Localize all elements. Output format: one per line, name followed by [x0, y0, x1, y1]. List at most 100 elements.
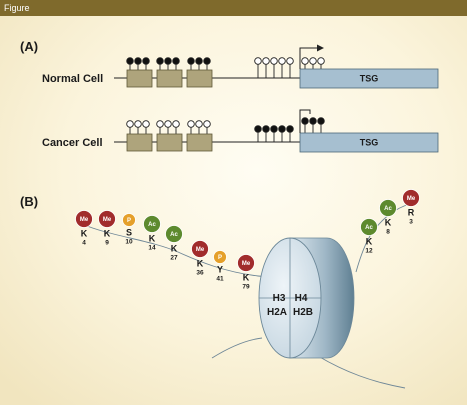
modification-badge [165, 225, 183, 243]
modification-mark-label: Me [242, 261, 251, 267]
exon-box [186, 69, 213, 88]
modification-badge [75, 210, 93, 228]
methylation-lollipops [126, 117, 325, 142]
residue-position-label: 4 [82, 240, 86, 247]
methylated-cpg-icon [301, 117, 309, 133]
histone-h2a-label: H2A [267, 307, 287, 318]
blocked-transcription-start [299, 109, 311, 133]
unmethylated-cpg-icon [309, 57, 317, 69]
methylated-cpg-icon [254, 125, 262, 142]
panel-b-label: (B) [20, 194, 38, 209]
unmethylated-cpg-icon [270, 57, 278, 78]
residue-label: S [126, 228, 132, 238]
header-bar [0, 0, 467, 16]
unmethylated-cpg-icon [195, 120, 203, 134]
unmethylated-cpg-icon [164, 120, 172, 134]
histone-tail-line [355, 203, 411, 273]
residue-position-label: 36 [196, 270, 204, 277]
methylation-lollipops [126, 57, 325, 78]
residue-position-label: 12 [365, 248, 373, 255]
cancer-cell-label: Cancer Cell [42, 137, 103, 149]
dna-strand-line [317, 355, 406, 389]
methylated-cpg-icon [309, 117, 317, 133]
methylated-cpg-icon [172, 57, 180, 70]
residue-position-label: 8 [386, 229, 390, 236]
unmethylated-cpg-icon [262, 57, 270, 78]
residue-label: K [197, 259, 204, 269]
residue-label: K [366, 237, 373, 247]
methylated-cpg-icon [134, 57, 142, 70]
methylated-cpg-icon [142, 57, 150, 70]
histone-modifications: MeK4MeK9PS10AcK14AcK27MeK36PY41MeK79AcK1… [75, 189, 420, 291]
methylated-cpg-icon [195, 57, 203, 70]
unmethylated-cpg-icon [254, 57, 262, 78]
unmethylated-cpg-icon [187, 120, 195, 134]
modification-mark-label: Me [103, 217, 112, 223]
modification-badge [98, 210, 116, 228]
residue-label: R [408, 208, 415, 218]
transcription-start-arrow [299, 47, 319, 69]
nucleosome-cylinder: H3 H4 H2A H2B [258, 237, 355, 359]
exon-box [126, 133, 153, 152]
residue-label: K [385, 218, 392, 228]
histone-h2b-label: H2B [293, 307, 313, 318]
modification-badge [143, 215, 161, 233]
tsg-label: TSG [360, 74, 379, 84]
unmethylated-cpg-icon [317, 57, 325, 69]
modification-mark-label: P [127, 218, 131, 224]
cancer-cell-row: Cancer Cell TSG [42, 109, 439, 153]
residue-position-label: 79 [242, 284, 250, 291]
unmethylated-cpg-icon [278, 57, 286, 78]
histone-h4-label: H4 [295, 293, 308, 304]
methylated-cpg-icon [187, 57, 195, 70]
arrow-head-icon [317, 44, 324, 52]
figure-tag: Figure [4, 3, 30, 13]
modification-mark-label: Ac [170, 232, 178, 238]
tsg-gene-box [299, 132, 439, 153]
unmethylated-cpg-icon [286, 57, 294, 78]
modification-mark-label: Ac [384, 206, 392, 212]
residue-position-label: 41 [216, 276, 224, 283]
unmethylated-cpg-icon [126, 120, 134, 134]
exon-box [186, 133, 213, 152]
unmethylated-cpg-icon [301, 57, 309, 69]
residue-position-label: 14 [148, 245, 156, 252]
methylated-cpg-icon [270, 125, 278, 142]
residue-label: K [243, 273, 250, 283]
panel-a-label: (A) [20, 39, 38, 54]
residue-position-label: 9 [105, 240, 109, 247]
methylated-cpg-icon [317, 117, 325, 133]
residue-position-label: 3 [409, 219, 413, 226]
normal-cell-row: Normal Cell TSG [42, 44, 439, 89]
modification-mark-label: P [218, 255, 222, 261]
unmethylated-cpg-icon [203, 120, 211, 134]
residue-label: K [149, 234, 156, 244]
exon-box [126, 69, 153, 88]
modification-mark-label: Ac [365, 225, 373, 231]
modification-badge [122, 213, 136, 227]
methylated-cpg-icon [262, 125, 270, 142]
unmethylated-cpg-icon [142, 120, 150, 134]
modification-mark-label: Me [196, 247, 205, 253]
modification-badge [402, 189, 420, 207]
methylated-cpg-icon [278, 125, 286, 142]
residue-label: K [104, 229, 111, 239]
residue-label: Y [217, 265, 223, 275]
unmethylated-cpg-icon [156, 120, 164, 134]
residue-position-label: 27 [170, 255, 178, 262]
modification-badge [191, 240, 209, 258]
modification-badge [237, 254, 255, 272]
histone-h3-label: H3 [273, 293, 286, 304]
methylated-cpg-icon [164, 57, 172, 70]
tsg-gene-box [299, 68, 439, 89]
tsg-label: TSG [360, 138, 379, 148]
